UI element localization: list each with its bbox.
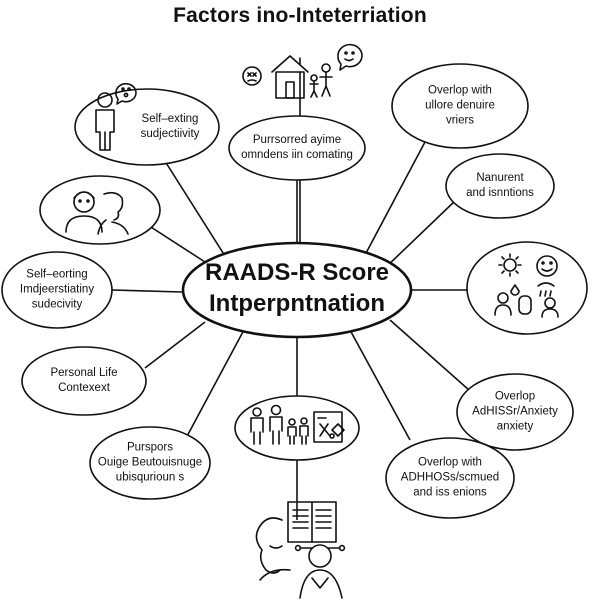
node-self-exting <box>74 88 220 166</box>
label-overlop-adhhoss: Overlop with ADHHOSs/scmued and iss enio… <box>400 456 500 499</box>
person-reading-icon <box>255 501 346 599</box>
node-two-profiles <box>39 175 161 245</box>
center-node <box>181 241 413 339</box>
label-purrsored: Purrsorred ayime omndens iin comating <box>241 134 353 161</box>
connector-overlop-ullore <box>364 141 426 256</box>
house-family-icon <box>242 43 363 99</box>
diagram-title: Factors ino-Inteterriation <box>173 4 427 27</box>
person-thought-icon <box>95 82 137 151</box>
center-line-1: RAADS-R Score <box>204 259 390 286</box>
label-self-exting: Self–exting sudjectiivity <box>140 113 200 140</box>
center-line-2: Intperpntnation <box>209 290 385 317</box>
node-weather-faces <box>466 241 588 335</box>
node-nanurent <box>445 153 555 219</box>
label-overlop-adhiss: Overlop AdHISSr/Anxiety anxiety <box>472 390 558 433</box>
node-purrsored <box>228 115 366 181</box>
label-personal-life: Personal Life Contexext <box>50 367 118 394</box>
node-purspors <box>89 426 211 500</box>
node-self-eorting <box>1 251 113 329</box>
label-nanurent: Nanurent and isnntions <box>466 172 534 199</box>
node-overlop-adhhoss <box>385 437 515 519</box>
node-overlop-adhiss <box>456 373 574 451</box>
node-family-puzzle <box>234 395 360 461</box>
connector-overlop-adhhoss <box>349 329 411 441</box>
label-overlop-ullore: Overlop with ullore denuire vriers <box>425 84 495 127</box>
node-personal-life <box>21 346 147 416</box>
connector-purspors <box>184 327 246 441</box>
center-label: RAADS-R Score Intperpntnation <box>205 257 389 319</box>
family-puzzle-icon <box>250 404 345 445</box>
two-profiles-icon <box>65 191 129 235</box>
connector-self-eorting <box>111 289 183 293</box>
connector-self-exting <box>162 157 226 257</box>
connector-nanurent <box>384 199 457 269</box>
node-overlop-ullore <box>391 63 529 149</box>
connector-personal <box>144 321 206 369</box>
weather-faces-icon <box>494 253 559 318</box>
connector-overlop-adhiss <box>389 319 479 399</box>
label-self-eorting: Self–eorting Imdjeerstiatiny sudecivity <box>19 268 95 311</box>
label-purspors: Purspors Ouige Beutouisnuge ubisqurioun … <box>97 441 203 484</box>
